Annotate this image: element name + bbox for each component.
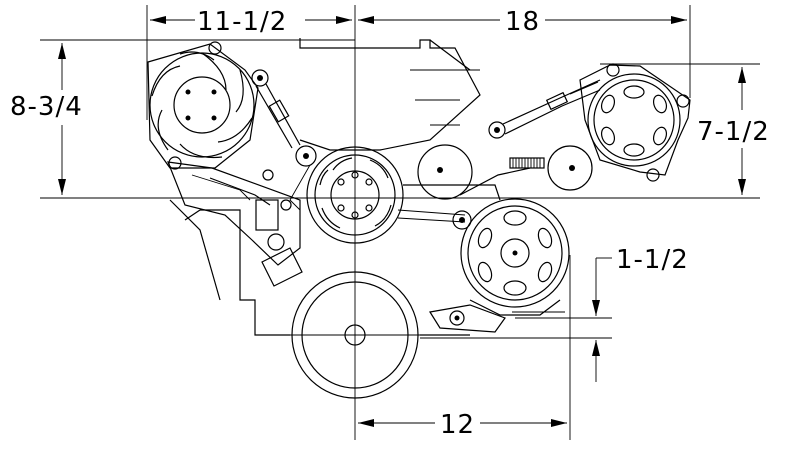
dimension-offset: 1-1/2	[592, 245, 689, 382]
dimension-label-left: 8-3/4	[10, 92, 83, 122]
dimension-label-right: 7-1/2	[697, 117, 770, 147]
reference-lines	[40, 5, 760, 440]
idler-pulley	[417, 144, 531, 200]
center-belt-runs	[289, 164, 501, 230]
lower-bracket	[429, 304, 506, 333]
dimension-bottom: 12	[358, 410, 567, 440]
power-steering-pump	[579, 63, 691, 182]
belt-tensioner	[509, 145, 593, 191]
dimension-label-offset: 1-1/2	[616, 245, 689, 275]
dimension-top-left: 11-1/2	[150, 7, 352, 37]
dimension-right: 7-1/2	[697, 67, 770, 195]
dimension-label-top-left: 11-1/2	[197, 7, 287, 37]
dimension-top-right: 18	[358, 7, 687, 37]
alternator-adjusting-rod	[251, 69, 317, 167]
dimension-label-top-right: 18	[505, 7, 540, 37]
alternator	[147, 41, 259, 170]
dimension-label-bottom: 12	[440, 410, 475, 440]
compressor-pulley	[460, 198, 570, 316]
dimension-left: 8-3/4	[10, 43, 83, 195]
engine-block-outline	[169, 38, 481, 336]
alternator-bracket	[167, 161, 303, 287]
power-steering-adjusting-rod	[488, 79, 601, 139]
